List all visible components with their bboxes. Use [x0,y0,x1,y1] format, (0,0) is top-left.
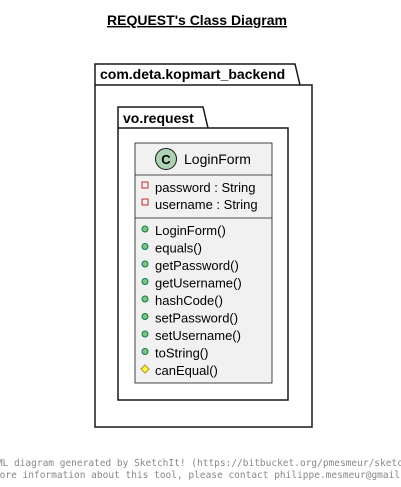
method-text: hashCode() [155,293,223,308]
inner-package-name: vo.request [123,110,194,126]
inner-package-frame [117,106,289,401]
outer-package: com.deta.kopmart_backend [94,63,313,428]
method-text: setUsername() [155,328,241,343]
field-row: password : String [141,180,255,195]
class-loginform: C LoginForm password : String username :… [134,142,273,384]
public-marker-icon [141,278,149,285]
outer-package-name: com.deta.kopmart_backend [100,66,285,82]
method-row: LoginForm() [141,223,226,238]
diagram-title: REQUEST's Class Diagram [107,12,287,28]
method-text: getUsername() [155,276,242,291]
public-marker-icon [141,225,149,233]
method-row: setUsername() [141,328,241,343]
outer-package-frame [94,63,313,428]
method-text: getPassword() [155,258,239,273]
method-text: equals() [155,241,202,256]
field-row: username : String [141,197,258,212]
public-marker-icon [141,243,149,250]
method-row: toString() [141,346,208,361]
public-marker-icon [141,348,149,355]
inner-package: vo.request [117,106,289,401]
public-marker-icon [141,295,149,303]
class-stereotype-letter: C [161,152,171,167]
method-row: equals() [141,241,202,256]
method-text: toString() [155,346,208,361]
public-marker-icon [141,313,149,320]
method-text: LoginForm() [155,223,226,238]
footer-line-2: For more information about this tool, pl… [0,470,401,481]
class-box [134,142,273,384]
private-marker-icon [141,198,149,206]
field-text: username : String [155,197,258,212]
method-text: canEqual() [155,363,218,378]
protected-marker-icon [140,364,150,374]
class-name: LoginForm [184,151,251,167]
method-row: setPassword() [141,311,238,326]
method-row: getPassword() [141,258,239,273]
method-row: canEqual() [140,363,218,378]
method-row: getUsername() [141,276,242,291]
method-row: hashCode() [141,293,223,308]
private-marker-icon [141,181,149,189]
public-marker-icon [141,260,149,268]
public-marker-icon [141,330,149,338]
footer-line-1: PlantUML diagram generated by SketchIt! … [0,458,401,469]
field-text: password : String [155,180,255,195]
class-stereotype-icon [155,148,177,170]
method-text: setPassword() [155,311,238,326]
